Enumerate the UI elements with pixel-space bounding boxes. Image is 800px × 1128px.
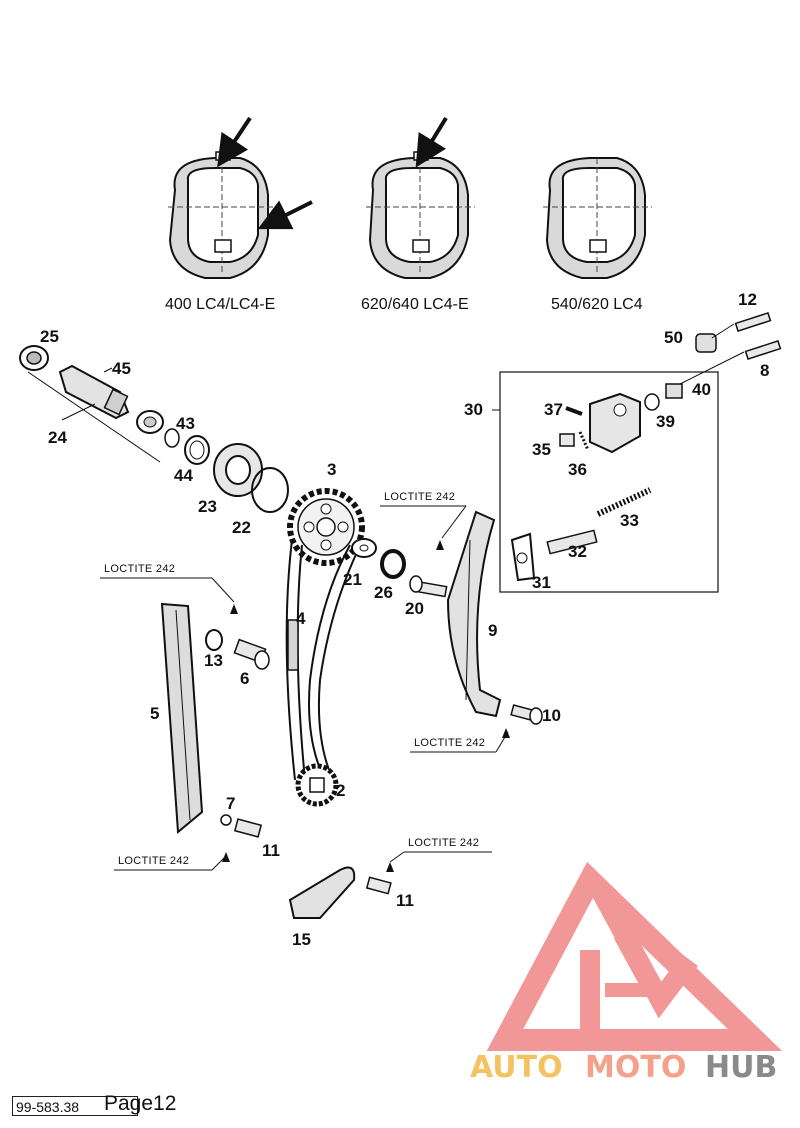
part-9-tensioner-rail	[446, 510, 502, 718]
loctite-callout-20	[380, 505, 467, 550]
loctite-label-11a: LOCTITE 242	[118, 855, 189, 867]
label-40: 40	[692, 380, 711, 399]
label-7: 7	[226, 794, 235, 813]
part-32-bolt	[546, 529, 598, 555]
watermark-moto: MOTO	[585, 1050, 686, 1085]
watermark-hub: HUB	[705, 1050, 777, 1085]
part-4-timing-chain	[285, 539, 359, 781]
label-11a: 11	[262, 841, 280, 860]
variant-head-620-640	[366, 116, 475, 279]
part-26-ring	[380, 549, 406, 579]
variant-label-400: 400 LC4/LC4-E	[165, 296, 275, 313]
part-11-screw-b	[365, 876, 392, 895]
variant-head-400	[168, 116, 313, 279]
part-31-gasket	[510, 532, 536, 582]
part-tensioner-body	[589, 392, 641, 454]
part-23-bearing	[213, 443, 263, 497]
label-21: 21	[343, 570, 362, 589]
label-35: 35	[532, 440, 551, 459]
label-24: 24	[48, 428, 67, 447]
part-21-washer	[351, 538, 377, 558]
loctite-callout-11a	[114, 852, 230, 871]
label-23: 23	[198, 497, 217, 516]
part-3-cam-sprocket	[287, 488, 365, 566]
part-11-screw-a	[233, 818, 263, 838]
label-20: 20	[405, 599, 424, 618]
part-8-bolt	[744, 339, 782, 361]
label-10: 10	[542, 706, 561, 725]
label-3: 3	[327, 460, 336, 479]
loctite-label-11b: LOCTITE 242	[408, 837, 479, 849]
part-12-bolt	[734, 311, 772, 333]
loctite-label-6: LOCTITE 242	[104, 563, 175, 575]
watermark-logo	[486, 861, 783, 1051]
part-39-seal	[644, 393, 660, 411]
part-36-spring	[578, 431, 590, 451]
label-32: 32	[568, 542, 587, 561]
loctite-callout-10	[410, 728, 510, 753]
loctite-label-20: LOCTITE 242	[384, 491, 455, 503]
part-22-circlip	[251, 467, 289, 513]
variant-label-540-620: 540/620 LC4	[551, 296, 643, 313]
label-8: 8	[760, 361, 769, 380]
part-40-plug	[665, 383, 683, 399]
label-5: 5	[150, 704, 159, 723]
label-4: 4	[296, 609, 306, 628]
part-2-crank-sprocket	[295, 763, 339, 807]
label-37: 37	[544, 400, 563, 419]
part-24-camshaft	[58, 364, 164, 434]
label-33: 33	[620, 511, 639, 530]
part-30-assembly-box	[499, 371, 719, 593]
part-10-bolt	[510, 704, 543, 725]
part-44-seal	[184, 435, 210, 465]
label-45: 45	[112, 359, 131, 378]
label-43: 43	[176, 414, 195, 433]
label-44: 44	[174, 466, 193, 485]
label-22: 22	[232, 518, 251, 537]
label-31: 31	[532, 573, 551, 592]
label-26: 26	[374, 583, 393, 602]
part-37-pin	[565, 406, 583, 416]
part-15-guide	[288, 866, 356, 919]
label-9: 9	[488, 621, 497, 640]
part-6-pin	[233, 638, 270, 670]
document-code: 99-583.38	[12, 1096, 138, 1116]
part-43-ring	[164, 428, 180, 448]
part-25-bearing	[19, 345, 49, 371]
part-50-clip	[695, 333, 717, 353]
watermark-auto: AUTO	[470, 1050, 563, 1085]
label-6: 6	[240, 669, 249, 688]
loctite-callout-11b	[386, 851, 492, 872]
label-11b: 11	[396, 891, 414, 910]
part-20-bolt	[409, 575, 448, 598]
part-35-plunger	[559, 433, 575, 447]
label-30: 30	[464, 400, 483, 419]
label-39: 39	[656, 412, 675, 431]
label-13: 13	[204, 651, 223, 670]
part-33-spring	[596, 487, 652, 517]
loctite-callout-6	[100, 577, 238, 614]
label-2: 2	[336, 781, 345, 800]
loctite-label-10: LOCTITE 242	[414, 737, 485, 749]
part-5-chain-guide	[160, 602, 204, 835]
label-36: 36	[568, 460, 587, 479]
part-7-washer	[220, 814, 232, 826]
label-50: 50	[664, 328, 683, 347]
label-15: 15	[292, 930, 311, 949]
variant-head-540-620	[543, 157, 652, 279]
part-13-ring	[205, 629, 223, 651]
page-number: Page12	[104, 1092, 177, 1115]
label-12: 12	[738, 290, 757, 309]
label-25: 25	[40, 327, 59, 346]
variant-label-620-640: 620/640 LC4-E	[361, 296, 469, 313]
